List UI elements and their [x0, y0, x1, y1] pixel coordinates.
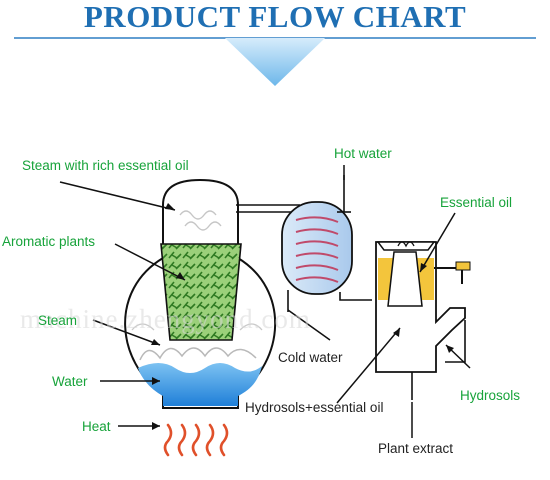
- label-cold-water: Cold water: [278, 350, 343, 365]
- steam-bubbles: [139, 347, 257, 361]
- water-layer: [138, 363, 262, 406]
- pointer-lines: [59, 165, 471, 438]
- still-vessel: [124, 178, 300, 409]
- label-plant-extract: Plant extract: [378, 441, 454, 456]
- label-aromatic-plants: Aromatic plants: [2, 234, 96, 249]
- condenser: [281, 175, 353, 312]
- label-heat: Heat: [82, 419, 111, 434]
- heat-flames: [163, 423, 229, 457]
- steam-curls: [179, 210, 222, 231]
- label-essential-oil: Essential oil: [440, 195, 513, 210]
- title-banner: [14, 37, 536, 86]
- label-hydrosols-essential-oil: Hydrosols+essential oil: [245, 400, 384, 415]
- label-steam: Steam: [38, 313, 78, 328]
- label-hot-water: Hot water: [334, 146, 392, 161]
- page-title: PRODUCT FLOW CHART: [83, 0, 467, 34]
- label-water: Water: [52, 374, 88, 389]
- label-steam-rich: Steam with rich essential oil: [22, 158, 189, 173]
- plant-basket: [160, 243, 242, 341]
- label-hydrosols: Hydrosols: [460, 388, 521, 403]
- watermark: machine.zhengyond.com: [20, 304, 311, 334]
- arrowheads: [151, 203, 454, 430]
